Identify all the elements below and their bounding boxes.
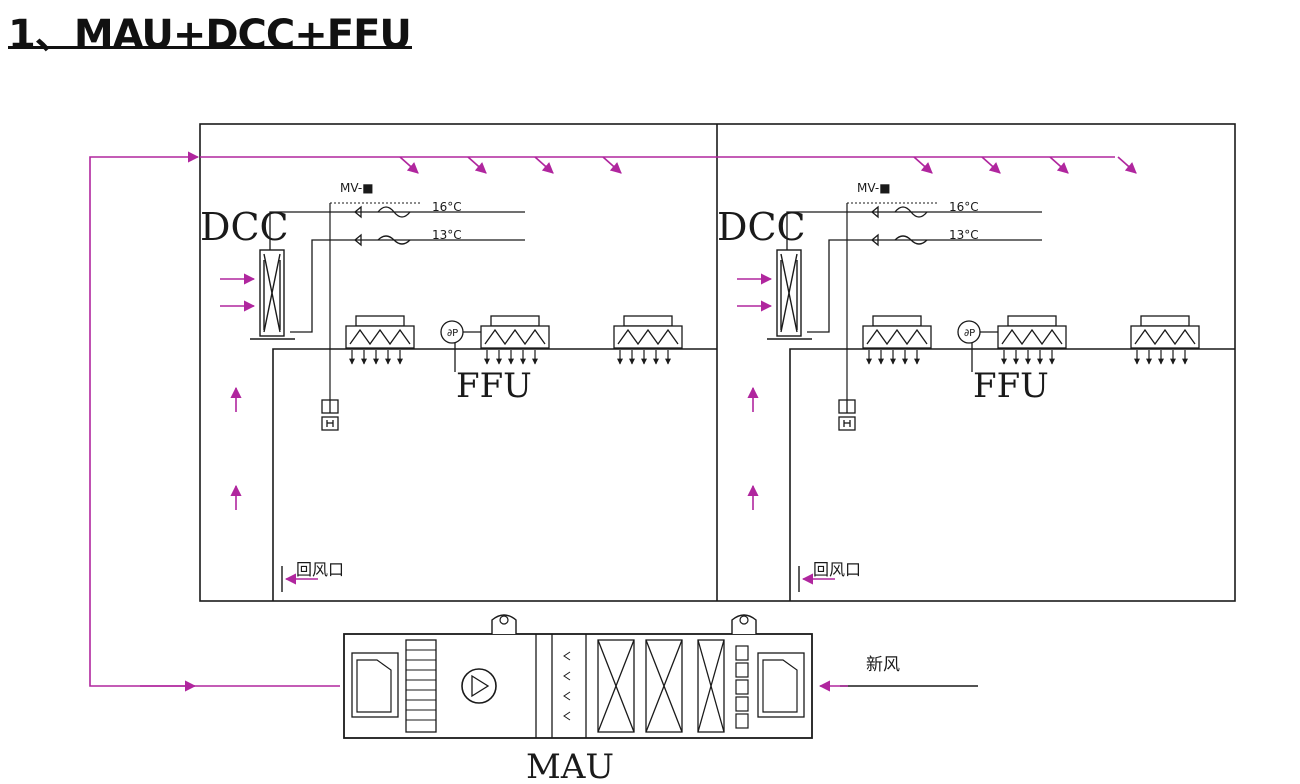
ffu-label: FFU xyxy=(456,366,532,406)
sensor-icon xyxy=(321,399,339,431)
dcc-label: DCC xyxy=(717,205,806,249)
temp-high-label: 16°C xyxy=(949,200,979,214)
return-air-label: 回风口 xyxy=(813,560,861,579)
valve-icons xyxy=(353,205,411,247)
page-title: 1、MAU+DCC+FFU xyxy=(8,12,412,58)
return-air-arrows xyxy=(220,273,318,585)
supply-air-path xyxy=(89,151,1115,692)
return-air-arrows xyxy=(737,273,835,585)
dcc-coil-icon xyxy=(250,249,295,340)
ffu-unit-icon xyxy=(345,315,683,349)
svg-text:∂P: ∂P xyxy=(447,328,458,339)
supply-outlets xyxy=(399,156,1137,174)
sensor-icon xyxy=(838,399,856,431)
mau-unit xyxy=(343,614,813,739)
ffu-unit-icon xyxy=(862,315,1200,349)
temp-low-label: 13°C xyxy=(432,228,462,242)
dcc-coil-icon xyxy=(767,249,812,340)
valve-label: MV-■ xyxy=(857,181,891,195)
svg-text:∂P: ∂P xyxy=(964,328,975,339)
room-2: ∂P DCC MV-■ 16°C 13°C FFU 回风口 xyxy=(717,181,1235,601)
valve-icons xyxy=(870,205,928,247)
ffu-label: FFU xyxy=(973,366,1049,406)
ffu-downflow-arrows xyxy=(349,350,671,365)
fresh-air-label: 新风 xyxy=(866,655,900,675)
room-1: ∂P DCC MV-■ 16°C 13°C FFU 回风口 xyxy=(200,181,717,601)
temp-low-label: 13°C xyxy=(949,228,979,242)
room-outlines xyxy=(199,123,1236,602)
temp-high-label: 16°C xyxy=(432,200,462,214)
pressure-sensor-icon xyxy=(440,320,481,372)
ffu-downflow-arrows xyxy=(866,350,1188,365)
chilled-water-pipes xyxy=(269,211,525,333)
mau-label: MAU xyxy=(526,747,614,784)
title-underline xyxy=(8,46,412,49)
chilled-water-pipes xyxy=(786,211,1042,333)
pressure-sensor-icon xyxy=(957,320,998,372)
valve-label: MV-■ xyxy=(340,181,374,195)
return-air-label: 回风口 xyxy=(296,560,344,579)
dcc-label: DCC xyxy=(200,205,289,249)
